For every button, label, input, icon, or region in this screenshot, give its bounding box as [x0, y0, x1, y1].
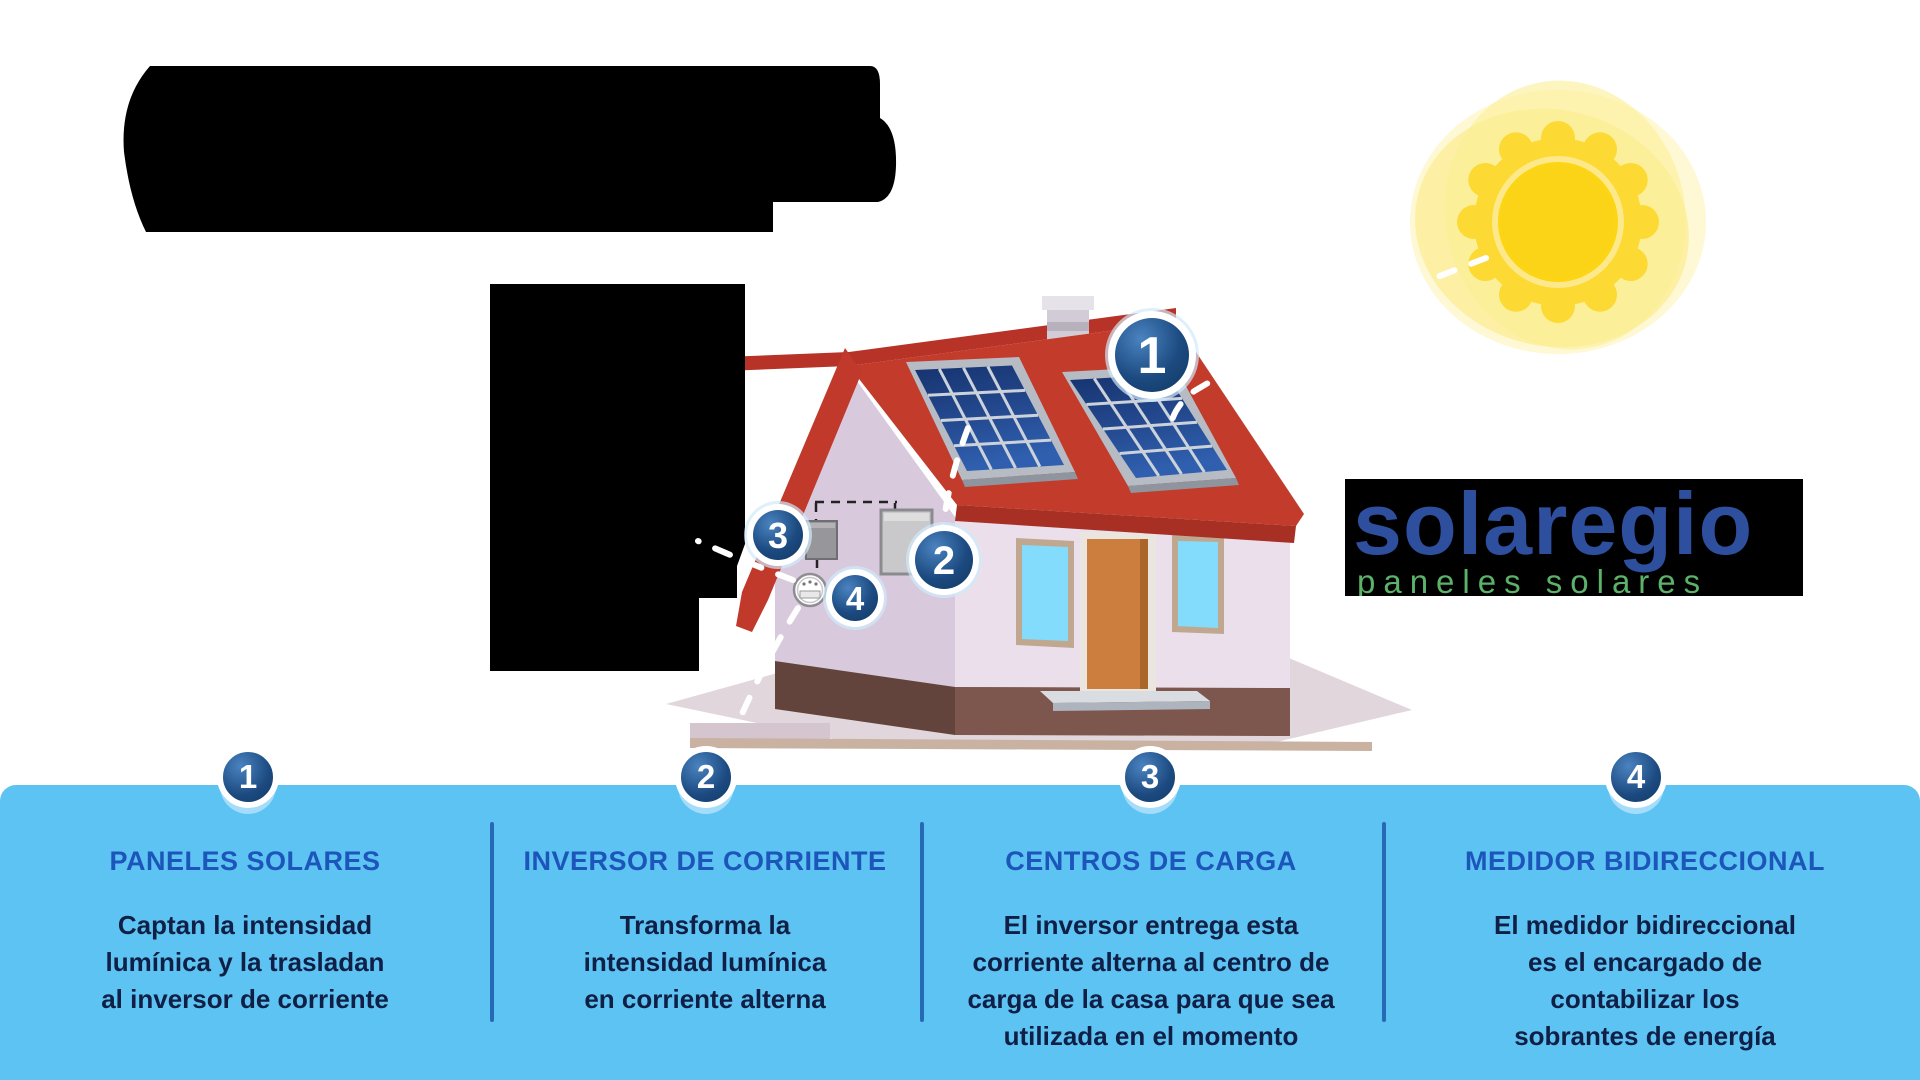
badge-number: 1 — [1138, 327, 1167, 385]
badge-number: 4 — [846, 580, 865, 617]
house-badge-3: 3 — [744, 501, 812, 569]
step-body: El medidor bidireccional es el encargado… — [1494, 910, 1796, 1051]
bidirectional-meter-icon — [792, 572, 828, 608]
panel-grid — [927, 365, 1052, 471]
front-door — [1080, 532, 1156, 691]
step-column-centros-de-carga: CENTROS DE CARGA El inversor entrega est… — [935, 846, 1367, 1055]
sun-ray-dashed-line — [1169, 255, 1489, 423]
redacted-side-block — [490, 284, 745, 671]
step-column-paneles-solares: PANELES SOLARES Captan la intensidad lum… — [30, 846, 460, 1018]
redacted-title-block — [123, 66, 897, 232]
platform-base-strip — [690, 738, 1372, 751]
column-divider — [1382, 822, 1386, 1022]
foundation-left — [775, 661, 955, 735]
column-divider — [920, 822, 924, 1022]
meter-left-line — [695, 538, 796, 583]
logo-brand-text: solaregio — [1353, 479, 1754, 573]
step-body: Captan la intensidad lumínica y la trasl… — [101, 910, 389, 1014]
step-column-inversor-de-corriente: INVERSOR DE CORRIENTE Transforma la inte… — [500, 846, 910, 1018]
solar-panel-1 — [906, 357, 1078, 487]
logo-tagline-text: paneles solares — [1357, 563, 1709, 596]
solar-panel-2 — [1062, 366, 1239, 493]
steps-band — [0, 785, 1920, 1080]
sun-ring — [1492, 156, 1624, 288]
house-badge-1: 1 — [1105, 308, 1199, 402]
step-heading: MEDIDOR BIDIRECCIONAL — [1465, 846, 1825, 876]
badge-number: 2 — [933, 539, 955, 583]
badge-number: 3 — [768, 515, 788, 556]
window-left — [1016, 538, 1074, 648]
step-body: Transforma la intensidad lumínica en cor… — [583, 910, 827, 1014]
step-body: El inversor entrega esta corriente alter… — [967, 910, 1335, 1051]
platform-edge — [690, 723, 830, 742]
step-heading: PANELES SOLARES — [109, 846, 381, 876]
sun-icon — [1410, 80, 1706, 354]
step-heading: INVERSOR DE CORRIENTE — [523, 846, 887, 876]
window-right — [1172, 534, 1224, 634]
door-step — [1040, 691, 1210, 711]
roof-back-ridge — [700, 308, 1176, 372]
step-badge-4: 4 — [1605, 746, 1667, 808]
house-badge-2: 2 — [906, 522, 982, 598]
step-badge-2: 2 — [675, 746, 737, 808]
meter-down-line — [739, 605, 801, 717]
solaregio-logo: solaregio paneles solares — [1345, 479, 1803, 596]
step-badge-1: 1 — [217, 746, 279, 808]
step-column-medidor-bidireccional: MEDIDOR BIDIRECCIONAL El medidor bidirec… — [1404, 846, 1886, 1055]
step-badge-3: 3 — [1119, 746, 1181, 808]
step-heading: CENTROS DE CARGA — [1005, 846, 1297, 876]
sun-disc — [1501, 165, 1615, 279]
house-badge-4: 4 — [823, 566, 887, 630]
roof-eave-fascia — [955, 505, 1296, 543]
column-divider — [490, 822, 494, 1022]
